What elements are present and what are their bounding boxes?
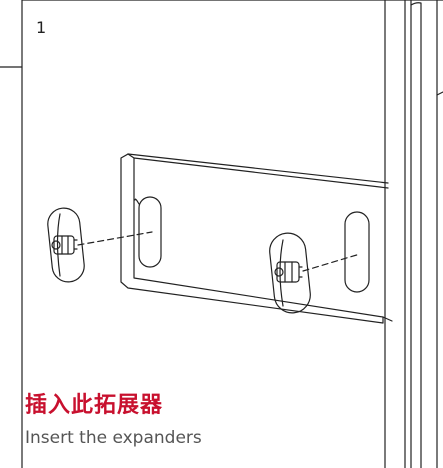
- step-number: 1: [36, 18, 47, 37]
- instruction-title-zh: 插入此拓展器: [25, 393, 164, 418]
- expander-plug-icon: [269, 232, 311, 314]
- right-side-panel: [410, 0, 443, 468]
- expander-plug-icon: [47, 207, 85, 283]
- bracket-plate-icon: [120, 153, 393, 324]
- instruction-subtitle-en: Insert the expanders: [25, 428, 202, 448]
- insertion-guide-left: [77, 231, 153, 246]
- insertion-guide-right: [302, 253, 361, 272]
